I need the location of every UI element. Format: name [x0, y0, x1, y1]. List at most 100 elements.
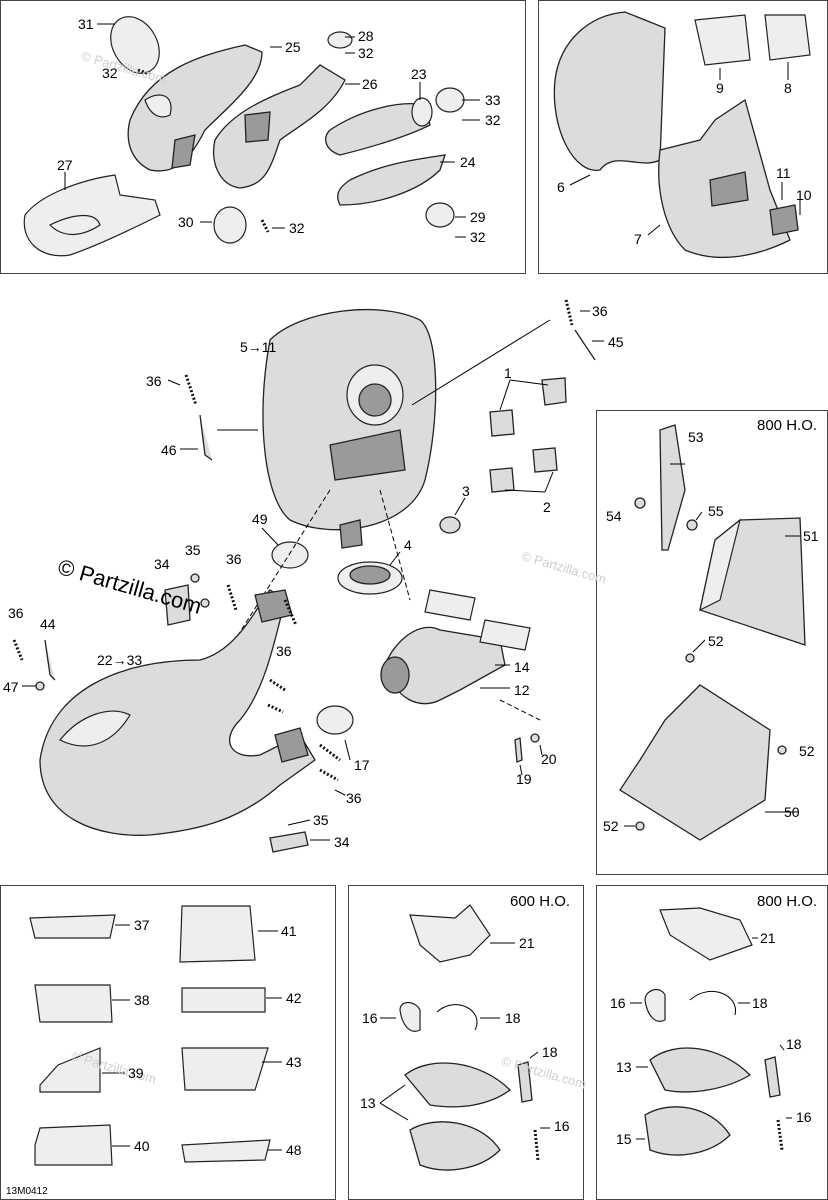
pad-43	[181, 1047, 269, 1091]
plate-14b	[479, 619, 531, 651]
callout: 9	[716, 80, 724, 96]
panel-title-800-right: 800 H.O.	[757, 417, 818, 434]
spring-16-800	[776, 1119, 784, 1151]
callout: 33	[485, 92, 501, 108]
callout: 32	[470, 229, 486, 245]
callout: 45	[608, 334, 624, 350]
callout: 6	[557, 179, 565, 195]
callout: 52	[603, 818, 619, 834]
pad-9	[694, 14, 751, 66]
ring-28	[327, 31, 353, 49]
shield-13-600a	[404, 1062, 511, 1108]
pipe-shield-24	[337, 154, 446, 206]
callout: 32	[358, 45, 374, 61]
bracket-18-800	[764, 1056, 781, 1098]
callout: 5→11	[240, 339, 277, 355]
callout: 21	[519, 935, 535, 951]
shield-50	[619, 684, 771, 841]
bracket-18-600	[517, 1061, 533, 1103]
shield-21-800	[659, 907, 753, 961]
tuned-pipe	[39, 589, 316, 836]
callout: 2	[543, 499, 551, 515]
callout: 21	[760, 930, 776, 946]
callout: 35	[185, 542, 201, 558]
callout: 22→33	[97, 652, 143, 668]
bracket-2b	[489, 467, 515, 493]
callout: 30	[178, 214, 194, 230]
callout: 55	[708, 503, 724, 519]
pad-39	[39, 1047, 101, 1093]
callout: 15	[616, 1131, 632, 1147]
plate-14a	[424, 589, 476, 621]
callout: 18	[542, 1044, 558, 1060]
callout: 54	[606, 508, 622, 524]
spring-36g	[319, 743, 341, 762]
ring-49	[271, 541, 309, 569]
callout: 36	[592, 303, 608, 319]
ring-16-600	[399, 1001, 421, 1032]
ring-16-800	[644, 988, 666, 1022]
callout: 48	[286, 1142, 302, 1158]
callout: 4	[404, 537, 412, 553]
callout: 16	[362, 1010, 378, 1026]
silencer-shield-7	[658, 98, 791, 259]
callout: 13	[360, 1095, 376, 1111]
callout: 18	[505, 1010, 521, 1026]
panel-title-600-bottom: 600 H.O.	[510, 893, 571, 910]
pad-38	[34, 984, 113, 1023]
bracket-34a	[164, 584, 191, 626]
ring-31	[110, 16, 160, 74]
callout: 32	[485, 112, 501, 128]
bracket-1a	[541, 377, 567, 406]
spring-16-600	[533, 1129, 540, 1161]
bracket-46	[199, 414, 213, 461]
callout: 52	[708, 633, 724, 649]
washer-20	[530, 733, 540, 743]
pad-48	[181, 1139, 271, 1163]
callout: 24	[460, 154, 476, 170]
nut-47	[35, 681, 45, 691]
callout: 41	[281, 923, 297, 939]
ring-33	[435, 87, 465, 113]
callout: 14	[514, 659, 530, 675]
ring-18-800	[689, 990, 736, 1016]
callout: 18	[752, 995, 768, 1011]
callout: 43	[286, 1054, 302, 1070]
spring-36b	[184, 374, 198, 406]
callout: 8	[784, 80, 792, 96]
callout: 49	[252, 511, 268, 527]
callout: 42	[286, 990, 302, 1006]
callout: 16	[554, 1118, 570, 1134]
bracket-2a	[532, 447, 558, 473]
callout: 37	[134, 917, 150, 933]
bolt-19	[514, 737, 523, 763]
plate-11	[769, 204, 799, 236]
callout: 50	[784, 804, 800, 820]
pipe-shield-27	[23, 174, 161, 257]
callout: 7	[634, 231, 642, 247]
callout: 44	[40, 616, 56, 632]
pipe-shield-25	[127, 44, 263, 172]
ring-30	[213, 206, 247, 244]
callout: 35	[313, 812, 329, 828]
grommet-3	[439, 516, 461, 534]
callout: 12	[514, 682, 530, 698]
callout: 32	[289, 220, 305, 236]
callout: 36	[346, 790, 362, 806]
spring-36h	[319, 768, 339, 782]
callout: 47	[3, 679, 19, 695]
silencer-shield-6	[553, 11, 666, 171]
callout: 34	[334, 834, 350, 850]
ring-18-600	[436, 1004, 478, 1031]
sleeve-17	[316, 705, 354, 735]
shield-21-600	[409, 904, 491, 963]
spring-36c	[226, 584, 238, 611]
exhaust-manifold	[380, 589, 531, 705]
callout: 40	[134, 1138, 150, 1154]
callout: 10	[796, 187, 812, 203]
muffler	[262, 309, 437, 549]
pad-8	[764, 14, 811, 61]
callout: 51	[803, 528, 819, 544]
callout: 11	[776, 165, 791, 181]
pad-42	[181, 987, 266, 1013]
